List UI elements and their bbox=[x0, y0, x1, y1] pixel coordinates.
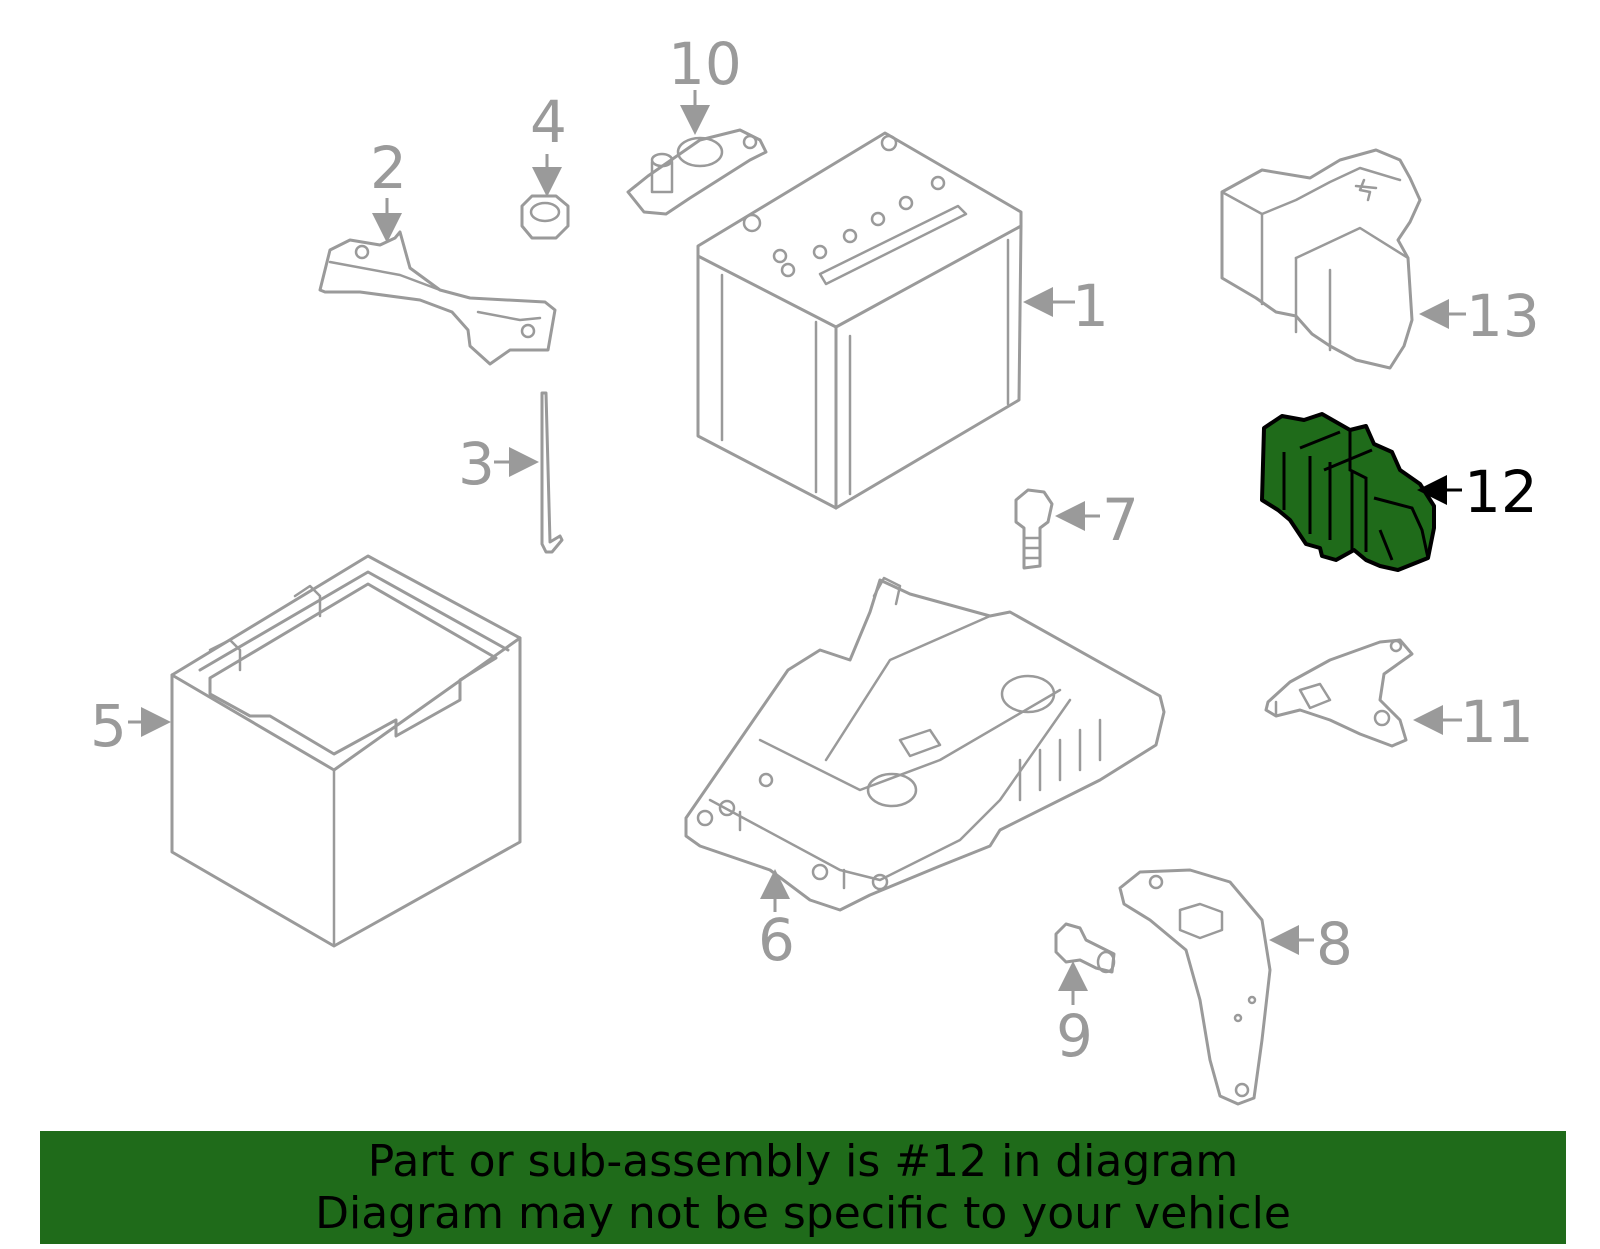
callout-12[interactable]: 12 bbox=[1464, 458, 1538, 526]
battery-part[interactable] bbox=[696, 131, 1023, 510]
callout-9[interactable]: 9 bbox=[1056, 1002, 1093, 1070]
callout-3[interactable]: 3 bbox=[458, 430, 495, 498]
callout-1[interactable]: 1 bbox=[1072, 272, 1109, 340]
callout-2[interactable]: 2 bbox=[370, 134, 407, 202]
callout-5[interactable]: 5 bbox=[90, 692, 127, 760]
battery-tray-part[interactable] bbox=[684, 576, 1166, 912]
bolt-part-7[interactable] bbox=[1014, 488, 1054, 570]
bracket-part-8[interactable] bbox=[1118, 868, 1272, 1106]
callout-11[interactable]: 11 bbox=[1460, 688, 1534, 756]
fuse-cover-part-highlighted[interactable] bbox=[1260, 412, 1436, 572]
hold-down-bracket-part[interactable] bbox=[318, 230, 557, 366]
hold-down-rod-part[interactable] bbox=[540, 391, 564, 554]
callout-7[interactable]: 7 bbox=[1102, 486, 1139, 554]
positive-terminal-part[interactable] bbox=[1264, 638, 1414, 748]
terminal-cover-part[interactable] bbox=[1220, 148, 1422, 370]
callout-8[interactable]: 8 bbox=[1316, 910, 1353, 978]
callout-4[interactable]: 4 bbox=[530, 88, 567, 156]
negative-terminal-part[interactable] bbox=[626, 128, 768, 216]
battery-insulator-part[interactable] bbox=[170, 554, 522, 948]
nut-part[interactable] bbox=[520, 194, 570, 240]
callout-13[interactable]: 13 bbox=[1466, 282, 1540, 350]
banner-line-disclaimer: Diagram may not be specific to your vehi… bbox=[315, 1187, 1291, 1239]
info-banner: Part or sub-assembly is #12 in diagram D… bbox=[40, 1131, 1566, 1244]
callout-10[interactable]: 10 bbox=[668, 30, 742, 98]
callout-6[interactable]: 6 bbox=[758, 906, 795, 974]
bolt-part-9[interactable] bbox=[1054, 922, 1116, 974]
banner-line-part-reference: Part or sub-assembly is #12 in diagram bbox=[367, 1135, 1239, 1187]
